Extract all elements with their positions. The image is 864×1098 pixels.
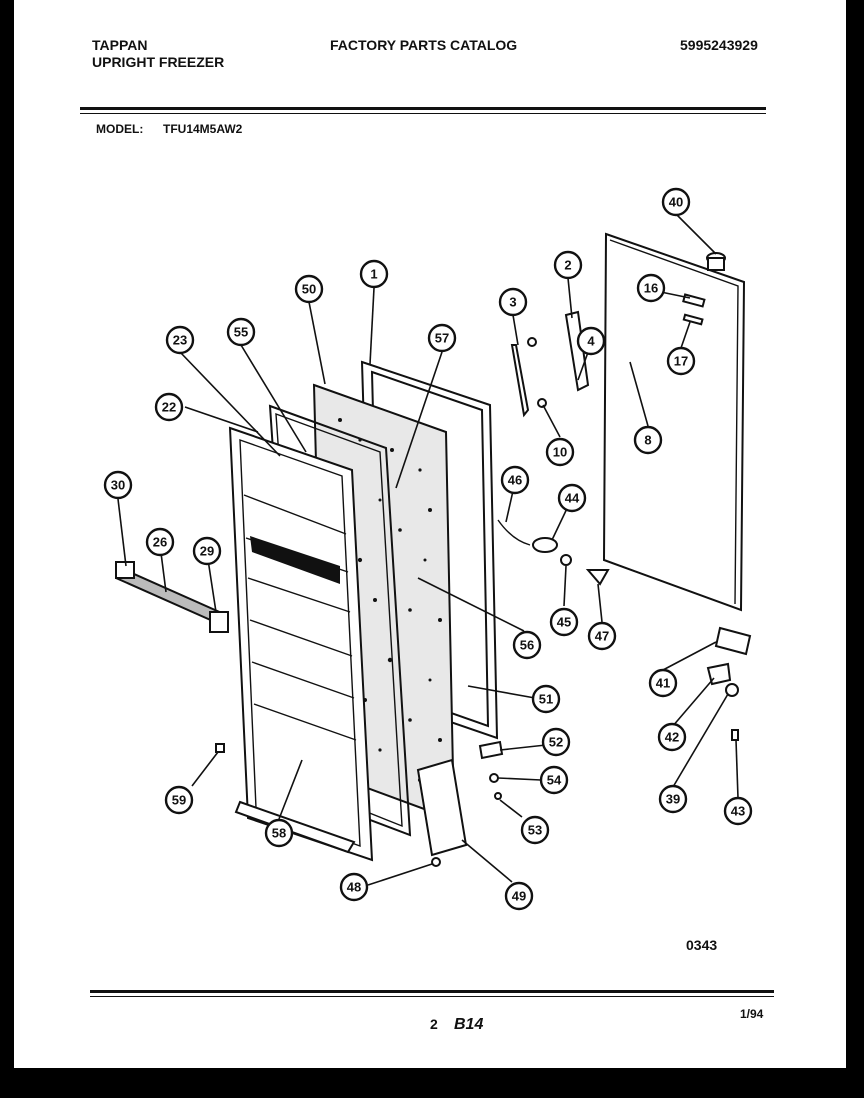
svg-text:49: 49 xyxy=(512,889,526,904)
header-rule xyxy=(80,107,766,110)
svg-text:46: 46 xyxy=(508,473,522,488)
callout-55-top: 55 xyxy=(226,317,256,347)
svg-text:55: 55 xyxy=(234,325,248,340)
callout-57: 57 xyxy=(427,323,457,353)
callout-42: 42 xyxy=(657,722,687,752)
svg-text:22: 22 xyxy=(162,400,176,415)
callout-44: 44 xyxy=(557,483,587,513)
callout-16: 16 xyxy=(636,273,666,303)
svg-text:23: 23 xyxy=(173,333,187,348)
svg-text:44: 44 xyxy=(565,491,580,506)
diagram-code: 0343 xyxy=(686,937,718,953)
svg-text:1: 1 xyxy=(370,267,377,282)
callout-30: 30 xyxy=(103,470,133,500)
callout-53: 53 xyxy=(520,815,550,845)
svg-text:30: 30 xyxy=(111,478,125,493)
callout-1: 1 xyxy=(359,259,389,289)
svg-text:17: 17 xyxy=(674,354,688,369)
svg-text:29: 29 xyxy=(200,544,214,559)
callout-58: 58 xyxy=(264,818,294,848)
svg-text:48: 48 xyxy=(347,880,361,895)
callout-47: 47 xyxy=(587,621,617,651)
callout-2: 2 xyxy=(553,250,583,280)
page-number: 2 xyxy=(430,1016,438,1032)
header-rule-thin xyxy=(80,113,766,114)
callout-3: 3 xyxy=(498,287,528,317)
callout-23: 23 xyxy=(165,325,195,355)
footer-rule xyxy=(90,990,774,993)
svg-text:47: 47 xyxy=(595,629,609,644)
callout-51: 51 xyxy=(531,684,561,714)
catalog-title: FACTORY PARTS CATALOG xyxy=(330,37,518,53)
callout-49: 49 xyxy=(504,881,534,911)
model-label: MODEL: xyxy=(96,122,144,136)
callout-41: 41 xyxy=(648,668,678,698)
svg-text:41: 41 xyxy=(656,676,670,691)
svg-text:8: 8 xyxy=(644,433,651,448)
handle-part xyxy=(497,310,610,586)
svg-text:57: 57 xyxy=(435,331,449,346)
footer-rule-thin xyxy=(90,996,774,997)
brand-name: TAPPAN xyxy=(92,37,148,53)
callout-50: 50 xyxy=(294,274,324,304)
callout-45: 45 xyxy=(549,607,579,637)
svg-text:16: 16 xyxy=(644,281,658,296)
callout-17: 17 xyxy=(666,346,696,376)
hinge-cap-part xyxy=(706,252,726,271)
callout-43: 43 xyxy=(723,796,753,826)
callout-29: 29 xyxy=(192,536,222,566)
callout-52: 52 xyxy=(541,727,571,757)
svg-text:58: 58 xyxy=(272,826,286,841)
catalog-number: 5995243929 xyxy=(680,37,758,53)
model-value: TFU14M5AW2 xyxy=(163,122,243,136)
product-name: UPRIGHT FREEZER xyxy=(92,54,225,70)
callout-10: 10 xyxy=(545,437,575,467)
svg-text:42: 42 xyxy=(665,730,679,745)
svg-text:3: 3 xyxy=(509,295,516,310)
callout-8: 8 xyxy=(633,425,663,455)
svg-text:51: 51 xyxy=(539,692,553,707)
svg-text:26: 26 xyxy=(153,535,167,550)
callout-26: 26 xyxy=(145,527,175,557)
svg-text:59: 59 xyxy=(172,793,186,808)
callout-46: 46 xyxy=(500,465,530,495)
toe-grille-part xyxy=(416,758,468,857)
callout-4: 4 xyxy=(576,326,606,356)
svg-text:39: 39 xyxy=(666,792,680,807)
svg-text:2: 2 xyxy=(564,258,571,273)
callout-54: 54 xyxy=(539,765,569,795)
issue-date: 1/94 xyxy=(740,1007,764,1021)
svg-text:43: 43 xyxy=(731,804,745,819)
svg-text:45: 45 xyxy=(557,615,571,630)
inner-door-liner-part xyxy=(228,426,374,862)
callout-40: 40 xyxy=(661,187,691,217)
outer-door-panel xyxy=(602,232,746,612)
callout-59: 59 xyxy=(164,785,194,815)
callout-22: 22 xyxy=(154,392,184,422)
section-code: B14 xyxy=(454,1016,484,1033)
svg-text:4: 4 xyxy=(587,334,595,349)
callout-55-bottom: 56 xyxy=(512,630,542,660)
svg-text:10: 10 xyxy=(553,445,567,460)
svg-text:50: 50 xyxy=(302,282,316,297)
bottom-hinge-part xyxy=(706,626,752,697)
svg-text:53: 53 xyxy=(528,823,542,838)
svg-text:52: 52 xyxy=(549,735,563,750)
svg-text:40: 40 xyxy=(669,195,683,210)
shelf-rail-part xyxy=(115,561,229,633)
svg-text:54: 54 xyxy=(547,773,562,788)
svg-text:56: 56 xyxy=(520,638,534,653)
callout-39: 39 xyxy=(658,784,688,814)
bottom-trim-part xyxy=(234,800,356,854)
callout-48: 48 xyxy=(339,872,369,902)
